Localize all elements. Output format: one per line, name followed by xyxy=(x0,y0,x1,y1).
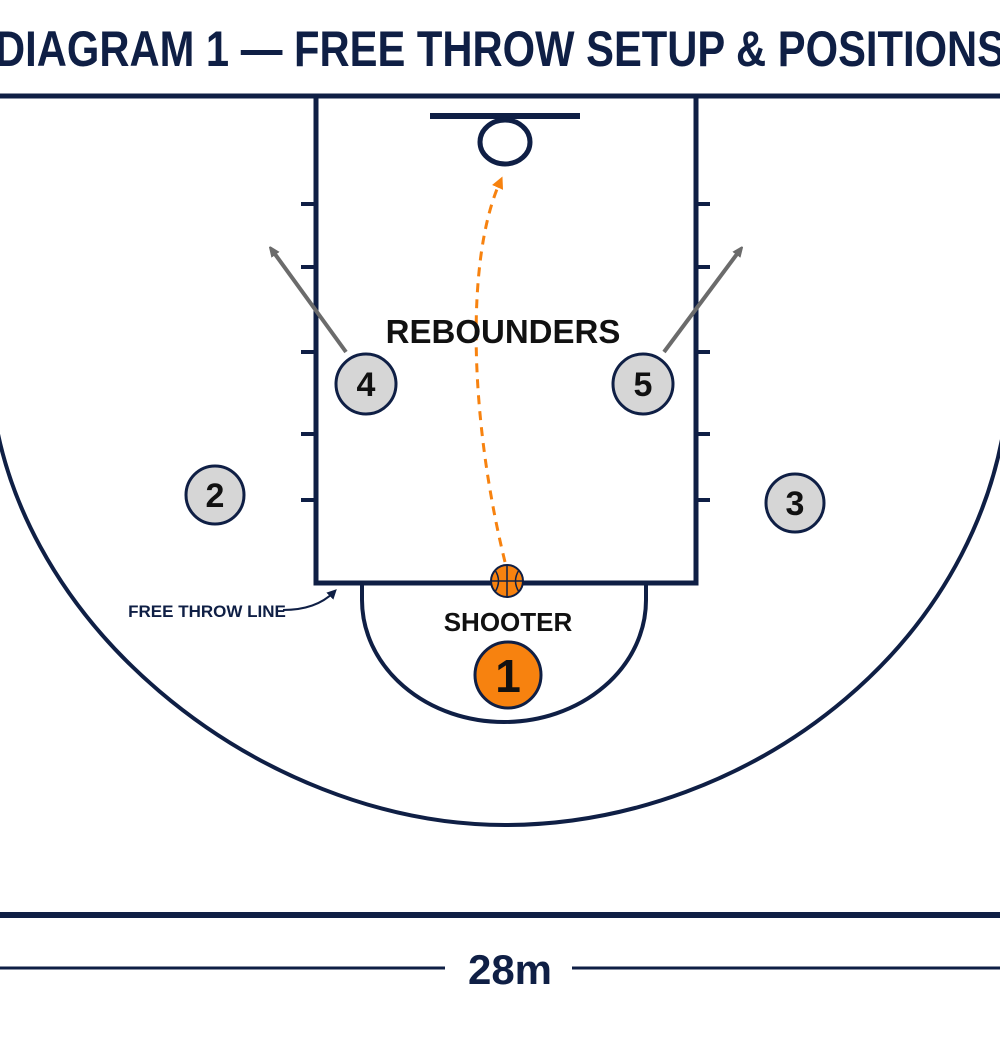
lane-hash-marks-right xyxy=(696,202,710,502)
player-5: 5 xyxy=(611,352,675,416)
player-5-movement-arrow xyxy=(662,250,740,354)
shot-path-arrow xyxy=(474,176,507,563)
shooter-label: SHOOTER xyxy=(444,607,573,637)
player-4: 4 xyxy=(334,352,398,416)
hoop-rim xyxy=(477,117,533,167)
player-3-number: 3 xyxy=(786,485,805,523)
player-4-movement-arrow xyxy=(272,250,348,354)
rebounders-label: REBOUNDERS xyxy=(386,313,621,350)
free-throw-line-label: FREE THROW LINE xyxy=(128,602,286,621)
player-2: 2 xyxy=(184,464,246,526)
player-1-shooter: 1 xyxy=(473,640,543,710)
player-5-number: 5 xyxy=(634,366,653,404)
player-2-number: 2 xyxy=(206,477,225,515)
player-1-number: 1 xyxy=(495,650,521,702)
free-throw-line-pointer xyxy=(282,589,337,611)
key-lane xyxy=(313,93,699,586)
player-4-number: 4 xyxy=(357,366,376,404)
lane-hash-marks-left xyxy=(301,202,316,502)
court-width-label: 28m xyxy=(468,946,552,993)
player-3: 3 xyxy=(764,472,826,534)
diagram-title: DIAGRAM 1 — FREE THROW SETUP & POSITIONS xyxy=(0,21,1000,77)
basketball-icon xyxy=(490,564,524,598)
three-point-arc xyxy=(0,432,1000,828)
free-throw-circle xyxy=(360,583,648,724)
